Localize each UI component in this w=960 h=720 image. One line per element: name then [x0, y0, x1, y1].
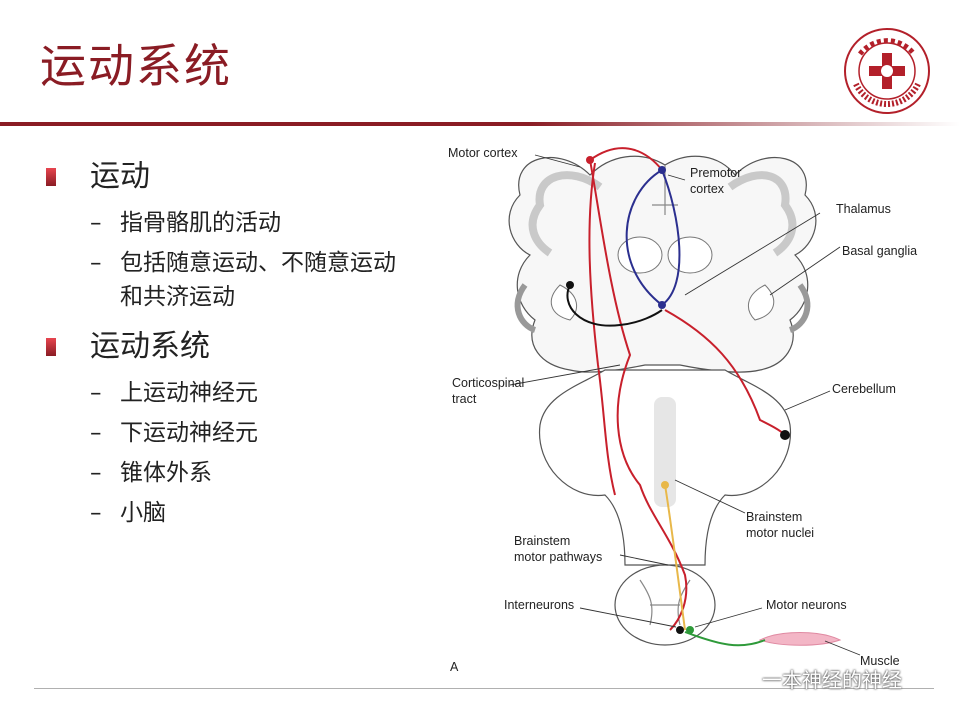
- bullet-marker-icon: [46, 168, 56, 186]
- label-basal-ganglia: Basal ganglia: [842, 244, 917, 258]
- label-thalamus: Thalamus: [836, 202, 891, 216]
- bullet-level2: – 锥体外系: [46, 456, 456, 490]
- dash-icon: –: [90, 420, 102, 446]
- thalamus-neuron: [658, 301, 666, 309]
- bullet-text: 上运动神经元: [120, 380, 258, 406]
- cerebellar-pathway: [664, 309, 786, 436]
- brain-outline: [508, 155, 817, 373]
- bullet-text: 小脑: [120, 500, 166, 526]
- brainstem-nuclei-region: [654, 397, 676, 507]
- leader-line: [619, 554, 669, 566]
- bullet-level2: – 下运动神经元: [46, 416, 456, 450]
- motor-neuron: [686, 626, 694, 634]
- wechat-icon: [729, 668, 755, 688]
- leader-line: [667, 174, 686, 181]
- muscle-shape: [758, 632, 842, 646]
- leader-line: [769, 246, 841, 296]
- left-lateral-ventricle: [617, 236, 663, 274]
- corticospinal-tract: [589, 159, 688, 631]
- dash-icon: –: [90, 380, 102, 406]
- interneuron: [676, 626, 684, 634]
- leader-line: [824, 640, 861, 656]
- watermark: 一本神经的神经: [728, 664, 902, 693]
- leader-line: [684, 212, 821, 296]
- brainstem-neuron: [661, 481, 669, 489]
- bullet-text: 下运动神经元: [120, 420, 258, 446]
- right-basal-ganglia: [747, 284, 775, 321]
- right-lateral-ventricle: [667, 236, 713, 274]
- dash-icon: –: [90, 460, 102, 486]
- cerebellar-neuron: [780, 430, 790, 440]
- leader-line: [784, 390, 831, 411]
- label-brainstem-nuclei: motor nuclei: [746, 526, 814, 540]
- cortex-ribbon: [528, 171, 797, 257]
- dash-icon: –: [90, 500, 102, 526]
- leader-line: [534, 154, 581, 168]
- leader-line: [674, 479, 746, 514]
- brainstem-motor-pathway: [664, 484, 686, 631]
- label-corticospinal-tract: Corticospinal: [452, 376, 524, 390]
- label-motor-cortex: Motor cortex: [448, 146, 518, 160]
- motor-cortex-neuron: [586, 156, 594, 164]
- motor-to-premotor-arc: [589, 147, 663, 171]
- leader-line: [509, 364, 621, 386]
- bullet-text: 包括随意运动、不随意运动: [120, 250, 396, 276]
- label-muscle: Muscle: [860, 654, 900, 668]
- label-motor-neurons: Motor neurons: [766, 598, 847, 612]
- watermark-text: 一本神经的神经: [762, 668, 902, 692]
- bullet-level2: – 小脑: [46, 496, 456, 530]
- bullet-list: 运动 – 指骨骼肌的活动 – 包括随意运动、不随意运动 和共济运动 运动系统 –…: [46, 150, 456, 534]
- slide-title: 运动系统: [40, 39, 232, 93]
- bullet-level2: – 上运动神经元: [46, 376, 456, 410]
- corticospinal-tract-left: [588, 162, 616, 496]
- bullet-text: 指骨骼肌的活动: [120, 210, 281, 236]
- spinal-grey-matter: [639, 579, 691, 626]
- label-premotor-cortex: Premotor: [690, 166, 741, 180]
- bullet-level2: – 包括随意运动、不随意运动: [46, 246, 456, 280]
- label-cerebellum: Cerebellum: [832, 382, 896, 396]
- basal-ganglia-loop: [566, 284, 663, 327]
- motor-system-diagram: Motor cortex Premotor cortex Thalamus Ba…: [448, 146, 917, 674]
- label-interneurons: Interneurons: [504, 598, 574, 612]
- premotor-loop: [625, 169, 681, 306]
- bullet-text: 锥体外系: [120, 460, 212, 486]
- dash-icon: –: [90, 250, 102, 276]
- left-temporal-lobe: [514, 283, 537, 333]
- bullet-level1: 运动: [46, 154, 456, 200]
- label-premotor-cortex: cortex: [690, 182, 725, 196]
- label-brainstem-nuclei: Brainstem: [746, 510, 802, 524]
- label-brainstem-pathways: motor pathways: [514, 550, 602, 564]
- motor-neuron-axon: [684, 631, 766, 647]
- bullet-level1: 运动系统: [46, 324, 456, 370]
- bullet-text: 和共济运动: [120, 284, 235, 310]
- bullet-continuation: 和共济运动: [46, 280, 456, 314]
- bullet-text: 运动: [90, 159, 150, 194]
- label-corticospinal-tract: tract: [452, 392, 477, 406]
- hospital-logo: [844, 28, 930, 114]
- leader-line: [694, 607, 763, 628]
- basal-ganglia-neuron: [566, 281, 574, 289]
- label-brainstem-pathways: Brainstem: [514, 534, 570, 548]
- left-basal-ganglia: [550, 284, 578, 321]
- premotor-neuron: [658, 166, 666, 174]
- title-underline: [0, 122, 960, 126]
- bullet-level2: – 指骨骼肌的活动: [46, 206, 456, 240]
- bullet-marker-icon: [46, 338, 56, 356]
- right-temporal-lobe: [788, 283, 811, 333]
- dash-icon: –: [90, 210, 102, 236]
- footer-rule: [34, 688, 934, 689]
- bullet-text: 运动系统: [90, 329, 210, 364]
- leader-line: [579, 607, 677, 628]
- label-panel: A: [450, 660, 459, 674]
